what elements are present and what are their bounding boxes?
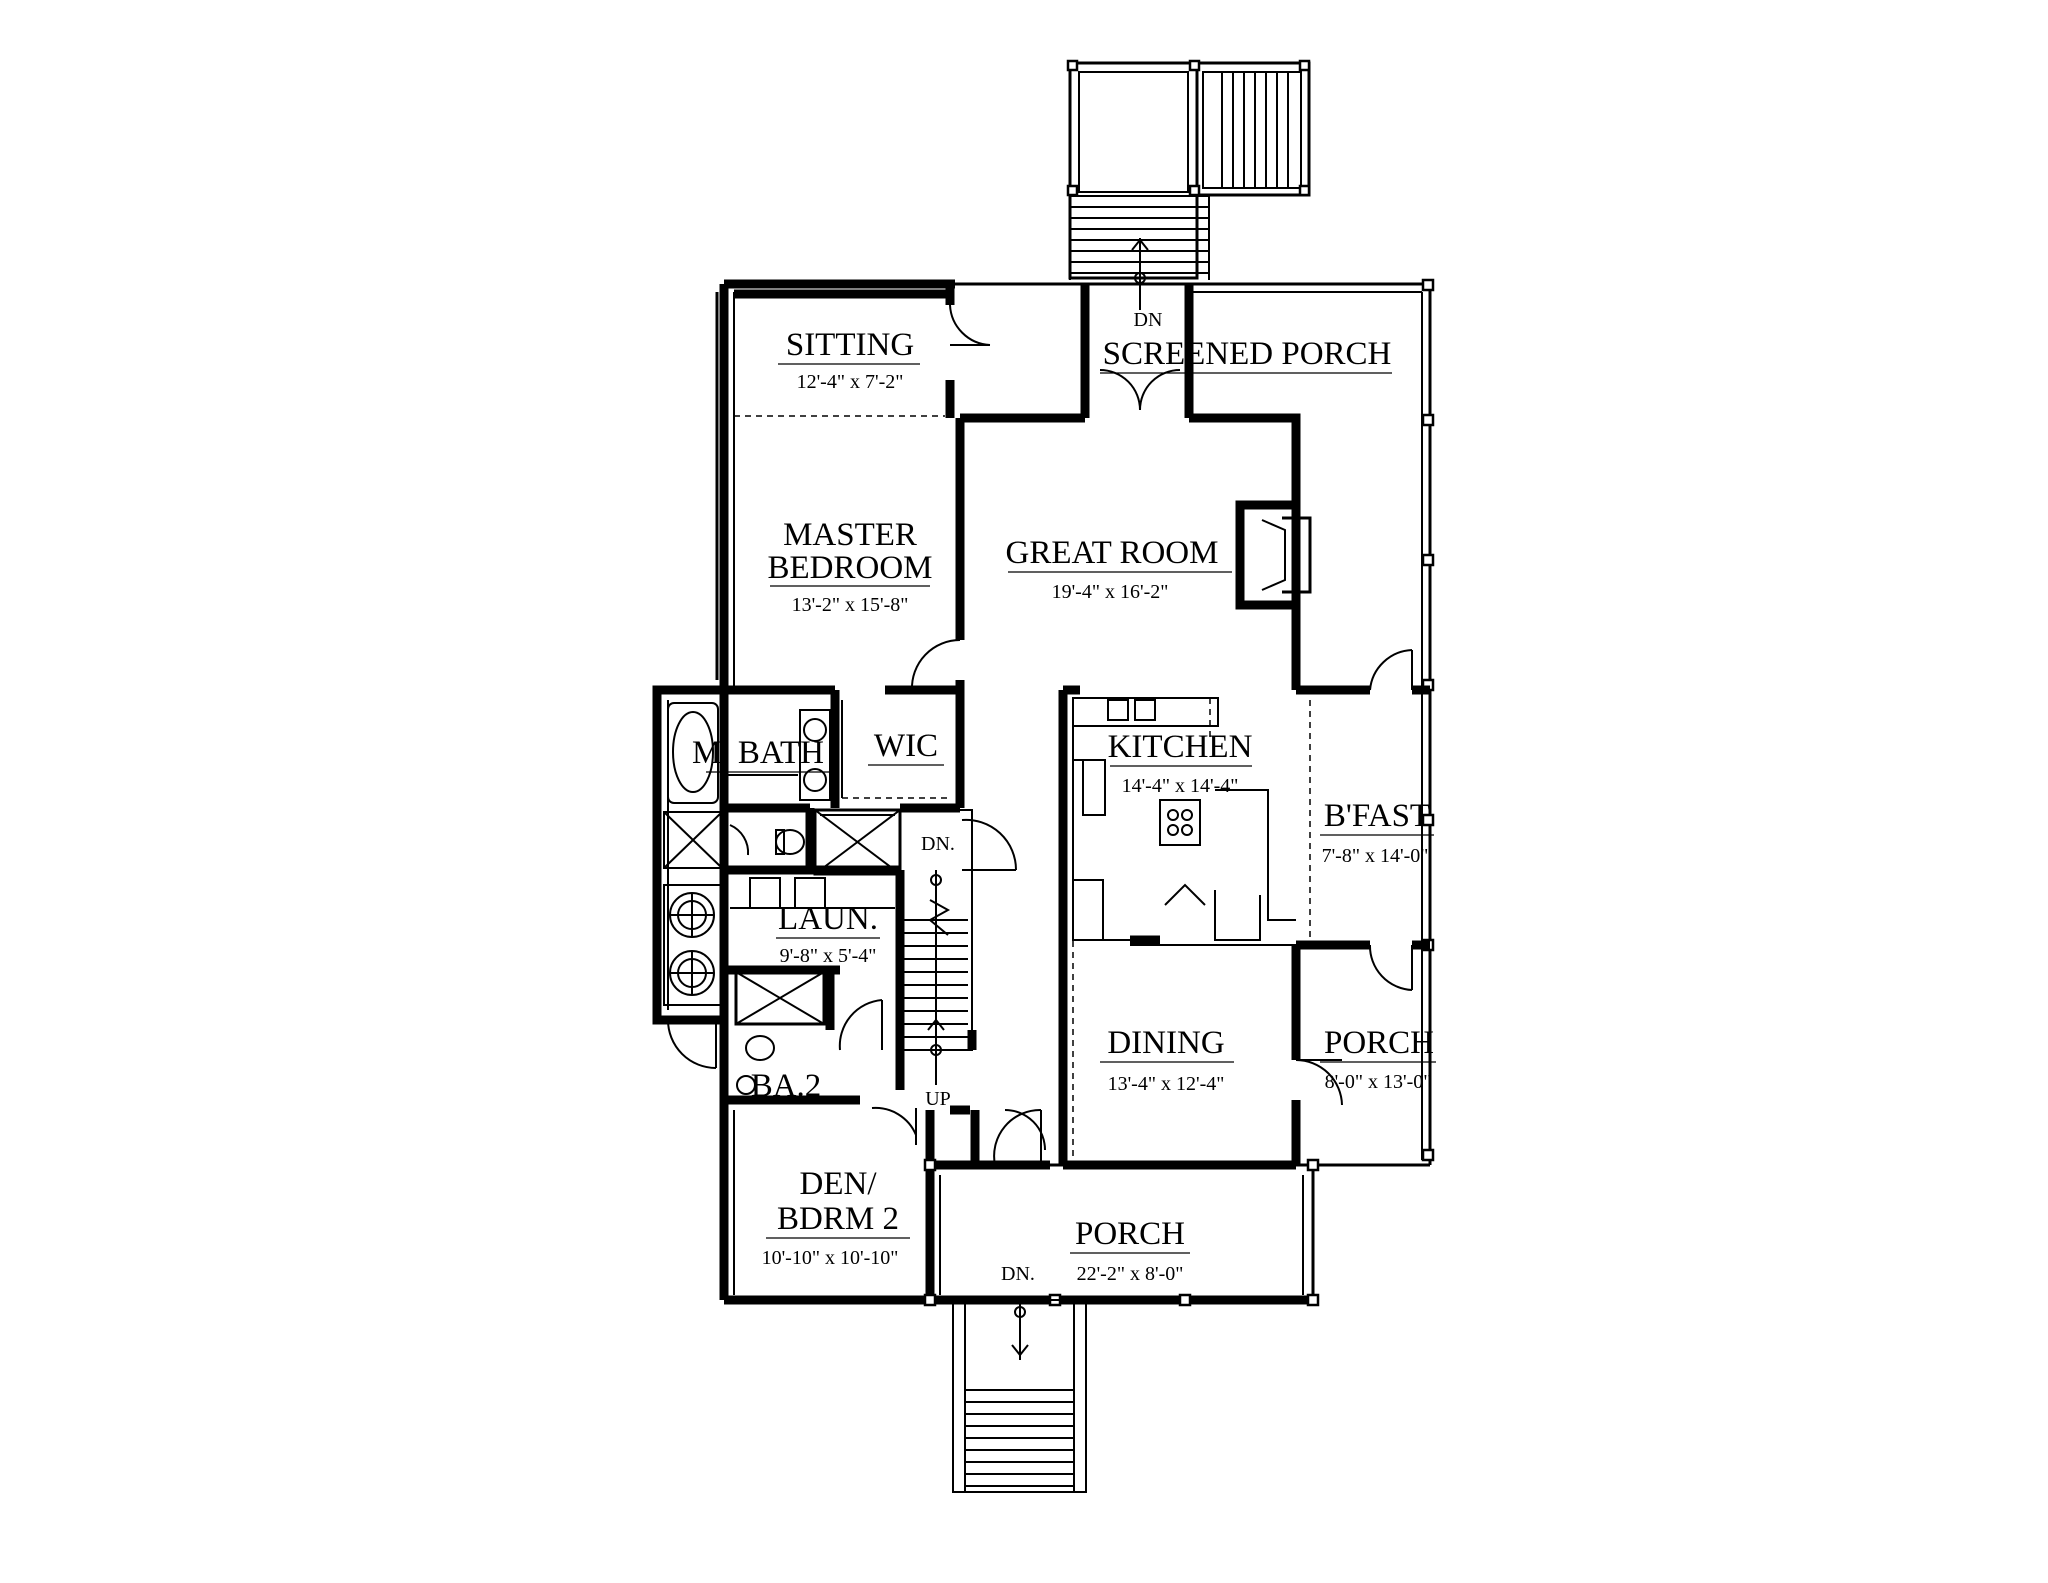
interior-stair-down-label: DN. (921, 833, 955, 855)
kitchen-dims: 14'-4" x 14'-4" (1122, 775, 1239, 797)
rear-french-doors (949, 304, 1181, 411)
great-room-dims: 19'-4" x 16'-2" (1052, 581, 1169, 603)
wic-label: WIC (874, 728, 938, 764)
side-porch-label: PORCH (1324, 1025, 1434, 1061)
sitting-label: SITTING (786, 327, 914, 363)
front-stair-down-label: DN. (1001, 1263, 1035, 1285)
front-porch (923, 1158, 1320, 1493)
room-labels: SITTING 12'-4" x 7'-2" SCREENED PORCH MA… (692, 309, 1436, 1285)
side-porch-dims: 8'-0" x 13'-0" (1325, 1071, 1432, 1093)
master-bedroom-label-line2: BEDROOM (767, 550, 932, 586)
laundry-label: LAUN. (778, 901, 878, 937)
rear-stair-treads (1221, 72, 1289, 188)
den-label-line1: DEN/ (800, 1166, 878, 1202)
screened-porch-label: SCREENED PORCH (1103, 336, 1392, 372)
den-dims: 10'-10" x 10'-10" (762, 1247, 899, 1269)
dining-label: DINING (1107, 1025, 1224, 1061)
kitchen-label: KITCHEN (1108, 729, 1253, 765)
bfast-label: B'FAST (1324, 798, 1430, 834)
laundry-dims: 9'-8" x 5'-4" (780, 945, 877, 967)
exterior-walls (715, 279, 1312, 690)
great-room-label: GREAT ROOM (1005, 535, 1218, 571)
front-porch-dims: 22'-2" x 8'-0" (1077, 1263, 1184, 1285)
rear-deck (1066, 59, 1311, 310)
bfast-dims: 7'-8" x 14'-0" (1322, 845, 1429, 867)
interior-stair-up-label: UP (925, 1088, 951, 1110)
interior-stair (899, 803, 1018, 1085)
screened-porch-walls (955, 278, 1435, 1165)
bath2-label: BA.2 (751, 1068, 822, 1104)
master-bedroom-dims: 13'-2" x 15'-8" (792, 594, 909, 616)
master-bedroom-label-line1: MASTER (783, 517, 917, 553)
master-bath-label: M. BATH (692, 735, 824, 771)
sitting-dims: 12'-4" x 7'-2" (797, 371, 904, 393)
front-porch-label: PORCH (1075, 1216, 1185, 1252)
den-label-line2: BDRM 2 (777, 1201, 899, 1237)
dining-dims: 13'-4" x 12'-4" (1108, 1073, 1225, 1095)
rear-stair-down-label: DN (1134, 309, 1163, 331)
rear-stair-down (1069, 195, 1210, 310)
